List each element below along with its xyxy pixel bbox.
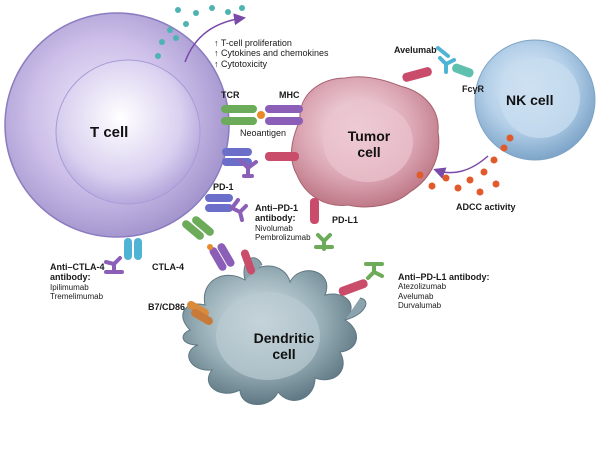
avelumab-label: Avelumab: [394, 45, 437, 55]
effect-item: ↑ Cytokines and chemokines: [214, 48, 329, 59]
cd28-b7-interaction: [182, 216, 256, 275]
dendritic-cell: [182, 257, 367, 405]
anti-pdl1-group: Anti–PD-L1 antibody: Atezolizumab Avelum…: [398, 272, 490, 310]
tcr-mhc-complex: [221, 105, 303, 125]
t-cell: [4, 12, 230, 238]
cytokine-release: [155, 5, 246, 63]
tumor-cell: [290, 76, 440, 208]
effects-list: ↑ T-cell proliferation ↑ Cytokines and c…: [214, 38, 329, 69]
adcc-label: ADCC activity: [456, 202, 516, 212]
pdl1-label: PD-L1: [332, 215, 359, 225]
b7cd86-label: B7/CD86: [148, 302, 186, 312]
avelumab-fcgr: [402, 46, 474, 82]
anti-pdl1-drug: Durvalumab: [398, 300, 442, 310]
dc-pdl1-antibody: [338, 262, 384, 296]
anti-pd1-title: Anti–PD-1 antibody:: [255, 203, 299, 224]
fcgr-label: FcγR: [462, 84, 485, 94]
mhc-label: MHC: [279, 90, 300, 100]
neoantigen-label: Neoantigen: [240, 128, 287, 138]
nk-cell: [474, 39, 596, 161]
anti-pdl1-drug: Avelumab: [398, 291, 434, 301]
effect-item: ↑ Cytotoxicity: [214, 58, 268, 69]
ctla4-receptor: [104, 238, 142, 274]
pd1-pdl1-blocked: [222, 148, 299, 178]
anti-pd1-group: Anti–PD-1 antibody: Nivolumab Pembrolizu…: [255, 203, 335, 242]
anti-ctla4-drug: Ipilimumab: [50, 282, 89, 292]
b7-cd86: [187, 301, 213, 325]
pdl1-receptor: [310, 198, 334, 251]
ctla4-label: CTLA-4: [152, 262, 184, 272]
anti-ctla4-drug: Tremelimumab: [50, 291, 104, 301]
effect-item: ↑ T-cell proliferation: [214, 38, 292, 48]
anti-ctla4-group: Anti–CTLA-4 antibody: Ipilimumab Tremeli…: [50, 262, 122, 301]
tumor-cell-label: Tumor cell: [347, 128, 391, 161]
anti-pd1-drug: Pembrolizumab: [255, 232, 311, 242]
pd1-receptor: [205, 194, 248, 222]
anti-ctla4-title: Anti–CTLA-4 antibody:: [50, 262, 105, 283]
anti-pdl1-drug: Atezolizumab: [398, 282, 447, 292]
anti-pd1-drug: Nivolumab: [255, 223, 293, 233]
adcc-release: [416, 134, 514, 196]
dendritic-cell-label: Dendritic cell: [253, 330, 315, 363]
tcr-label: TCR: [221, 90, 240, 100]
nk-cell-label: NK cell: [506, 92, 554, 108]
pd1-label: PD-1: [213, 182, 234, 192]
t-cell-label: T cell: [90, 124, 129, 141]
anti-pdl1-title: Anti–PD-L1 antibody:: [398, 272, 490, 282]
